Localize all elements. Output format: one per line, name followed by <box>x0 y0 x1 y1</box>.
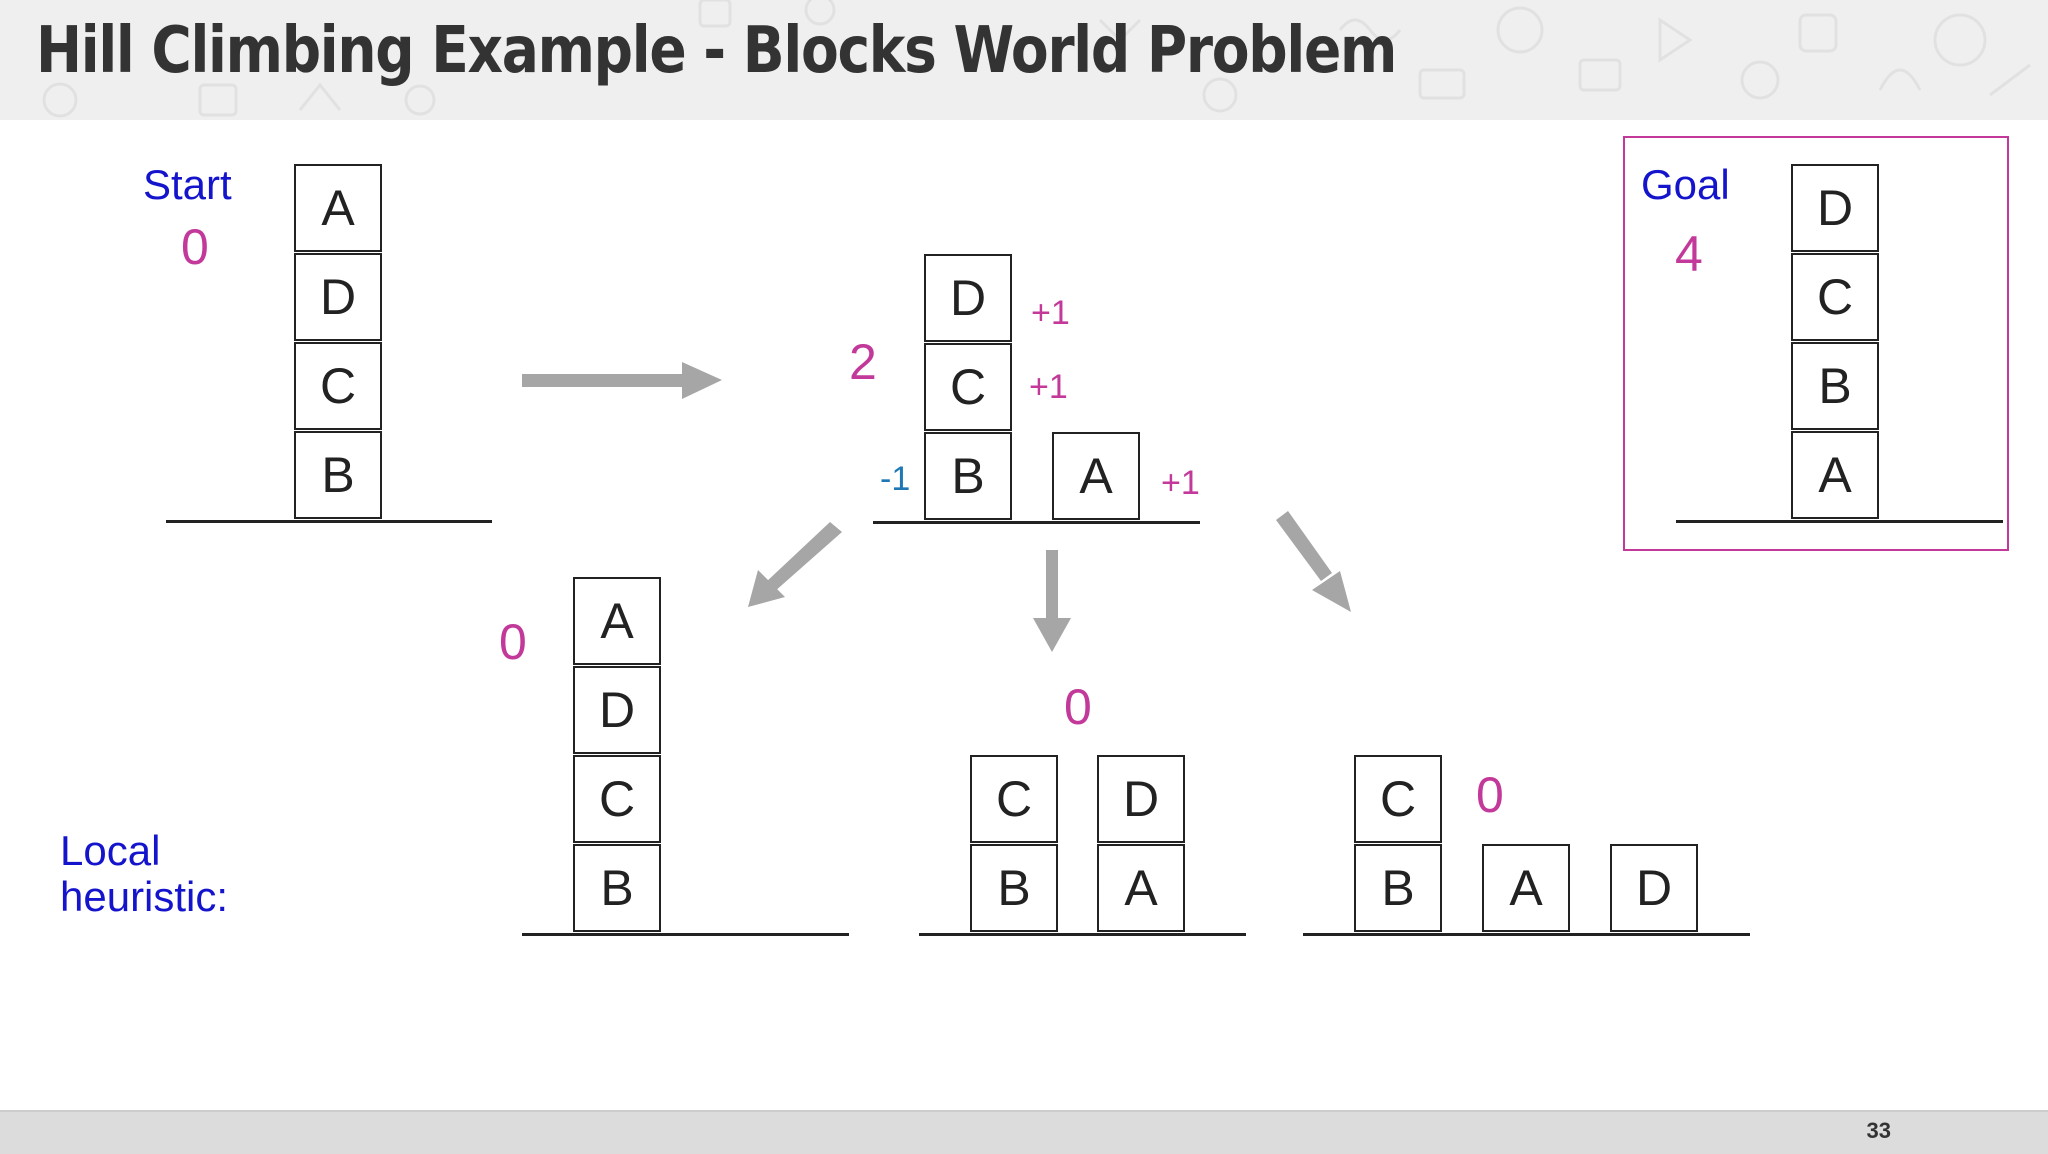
delta-d: +1 <box>1031 294 1070 332</box>
delta-c: +1 <box>1029 368 1068 406</box>
arrow-middle-to-left-child <box>748 522 842 607</box>
local-heuristic-line-2: heuristic: <box>60 873 229 921</box>
delta-b: -1 <box>880 460 911 498</box>
block-a: A <box>294 164 382 252</box>
arrow-middle-to-middle-child <box>1033 550 1071 652</box>
block-d: D <box>294 253 382 341</box>
left-child-table-line <box>522 933 849 936</box>
page-number: 33 <box>1866 1118 1891 1143</box>
block-c: C <box>924 343 1012 431</box>
slide-header: Hill Climbing Example - Blocks World Pro… <box>0 0 2048 120</box>
block-b: B <box>1354 844 1442 932</box>
block-d: D <box>1791 164 1879 252</box>
block-c: C <box>294 342 382 430</box>
block-d: D <box>924 254 1012 342</box>
arrow-middle-to-right-child <box>1276 511 1351 612</box>
right-child-score: 0 <box>1476 767 1504 823</box>
block-b: B <box>970 844 1058 932</box>
left-child-score: 0 <box>499 614 527 670</box>
header-doodle-pattern <box>42 0 2031 118</box>
local-heuristic-label: Local heuristic: <box>60 827 229 921</box>
block-a: A <box>1482 844 1570 932</box>
right-child-table-line <box>1303 933 1750 936</box>
slide-footer: 33 <box>0 1110 2048 1154</box>
goal-table-line <box>1676 520 2003 523</box>
local-heuristic-line-1: Local <box>60 827 161 874</box>
block-a: A <box>573 577 661 665</box>
start-table-line <box>166 520 492 523</box>
block-a: A <box>1097 844 1185 932</box>
goal-score: 4 <box>1675 226 1703 282</box>
block-b: B <box>1791 342 1879 430</box>
block-d: D <box>1610 844 1698 932</box>
middle-child-table-line <box>919 933 1246 936</box>
start-score: 0 <box>181 219 209 275</box>
block-c: C <box>573 755 661 843</box>
delta-a: +1 <box>1161 464 1200 502</box>
slide-title: Hill Climbing Example - Blocks World Pro… <box>36 14 1397 88</box>
middle-child-score: 0 <box>1064 679 1092 735</box>
block-b: B <box>294 431 382 519</box>
middle-score: 2 <box>849 334 877 390</box>
arrow-start-to-middle <box>522 362 722 399</box>
block-b: B <box>924 432 1012 520</box>
block-d: D <box>1097 755 1185 843</box>
goal-label: Goal <box>1641 161 1730 208</box>
block-a: A <box>1791 431 1879 519</box>
block-d: D <box>573 666 661 754</box>
block-b: B <box>573 844 661 932</box>
middle-table-line <box>873 521 1200 524</box>
block-a: A <box>1052 432 1140 520</box>
block-c: C <box>1791 253 1879 341</box>
start-label: Start <box>143 161 232 208</box>
block-c: C <box>970 755 1058 843</box>
block-c: C <box>1354 755 1442 843</box>
goal-box <box>1623 136 2009 551</box>
